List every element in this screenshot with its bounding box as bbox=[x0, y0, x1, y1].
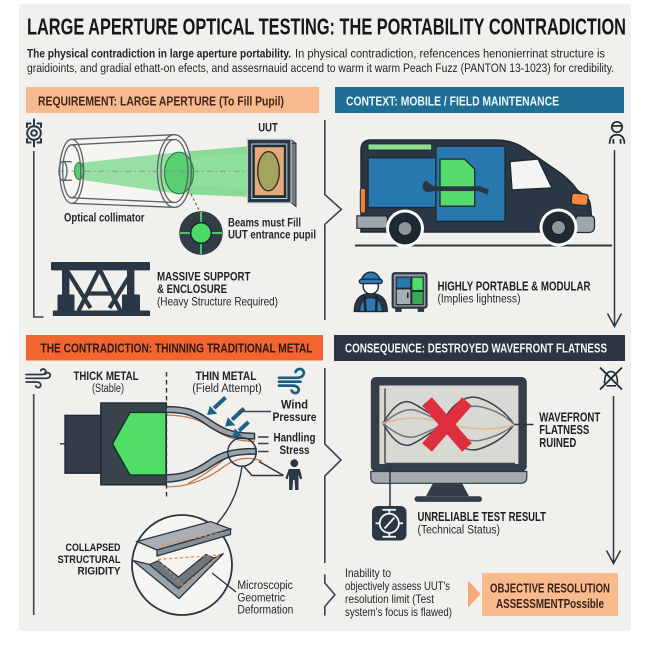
svg-text:HIGHLY PORTABLE & MODULAR: HIGHLY PORTABLE & MODULAR bbox=[438, 280, 591, 294]
svg-text:WAVEFRONT: WAVEFRONT bbox=[539, 410, 600, 424]
svg-text:REQUIREMENT: LARGE APERTURE (T: REQUIREMENT: LARGE APERTURE (To Fill Pup… bbox=[38, 95, 284, 109]
svg-text:CONSEQUENCE: DESTROYED WAVEFRO: CONSEQUENCE: DESTROYED WAVEFRONT FLATNES… bbox=[345, 342, 607, 356]
svg-text:Wind: Wind bbox=[281, 398, 308, 412]
svg-text:UUT entrance pupil: UUT entrance pupil bbox=[228, 228, 316, 242]
svg-text:UNRELIABLE TEST RESULT: UNRELIABLE TEST RESULT bbox=[418, 510, 547, 524]
svg-text:The physical contradiction in: The physical contradiction in large aper… bbox=[27, 47, 291, 61]
svg-text:LARGE APERTURE OPTICAL TESTING: LARGE APERTURE OPTICAL TESTING: THE PORT… bbox=[27, 14, 626, 40]
svg-text:Microscopic: Microscopic bbox=[237, 580, 293, 592]
svg-text:(Technical Status): (Technical Status) bbox=[418, 523, 501, 537]
svg-text:CONTEXT: MOBILE / FIELD MAINTE: CONTEXT: MOBILE / FIELD MAINTENANCE bbox=[346, 95, 559, 109]
svg-text:& ENCLOSURE: & ENCLOSURE bbox=[157, 282, 227, 296]
svg-text:THICK METAL: THICK METAL bbox=[74, 369, 139, 383]
svg-text:graidioints, and gradial ethat: graidioints, and gradial ethatt-on efect… bbox=[27, 61, 614, 75]
svg-text:(Implies lightness): (Implies lightness) bbox=[438, 292, 521, 306]
svg-text:COLLAPSED: COLLAPSED bbox=[66, 542, 121, 554]
svg-text:objectively assess UUT's: objectively assess UUT's bbox=[345, 579, 450, 593]
svg-text:THE CONTRADICTION: THINNING TR: THE CONTRADICTION: THINNING TRADITIONAL … bbox=[41, 342, 313, 356]
svg-text:THIN METAL: THIN METAL bbox=[196, 369, 257, 383]
svg-text:Deformation: Deformation bbox=[237, 604, 293, 616]
svg-text:Geometric: Geometric bbox=[237, 592, 285, 604]
svg-text:Beams must Fill: Beams must Fill bbox=[228, 216, 301, 230]
svg-text:In physical contradiction, ref: In physical contradiction, refencences h… bbox=[295, 47, 605, 61]
svg-text:(Stable): (Stable) bbox=[92, 383, 124, 395]
svg-text:ASSESSMENTPossible: ASSESSMENTPossible bbox=[496, 596, 604, 611]
svg-text:Optical collimator: Optical collimator bbox=[64, 211, 145, 225]
svg-text:resolution limit (Test: resolution limit (Test bbox=[345, 592, 435, 606]
svg-text:RUINED: RUINED bbox=[539, 436, 576, 450]
svg-text:MASSIVE SUPPORT: MASSIVE SUPPORT bbox=[157, 270, 251, 284]
svg-text:Inability to: Inability to bbox=[345, 566, 391, 580]
svg-text:FLATNESS: FLATNESS bbox=[539, 423, 589, 437]
svg-text:Handling: Handling bbox=[274, 431, 316, 445]
svg-text:system's focus is flawed): system's focus is flawed) bbox=[345, 605, 452, 619]
svg-text:(Field Attempt): (Field Attempt) bbox=[192, 383, 262, 395]
svg-text:Stress: Stress bbox=[280, 443, 310, 457]
svg-text:OBJECTIVE RESOLUTION: OBJECTIVE RESOLUTION bbox=[490, 581, 610, 596]
svg-text:Pressure: Pressure bbox=[273, 410, 317, 424]
svg-text:RIGIDITY: RIGIDITY bbox=[78, 566, 121, 578]
svg-text:UUT: UUT bbox=[258, 121, 278, 135]
svg-text:STRUCTURAL: STRUCTURAL bbox=[58, 554, 121, 566]
svg-text:(Heavy Structure Required): (Heavy Structure Required) bbox=[157, 295, 278, 309]
